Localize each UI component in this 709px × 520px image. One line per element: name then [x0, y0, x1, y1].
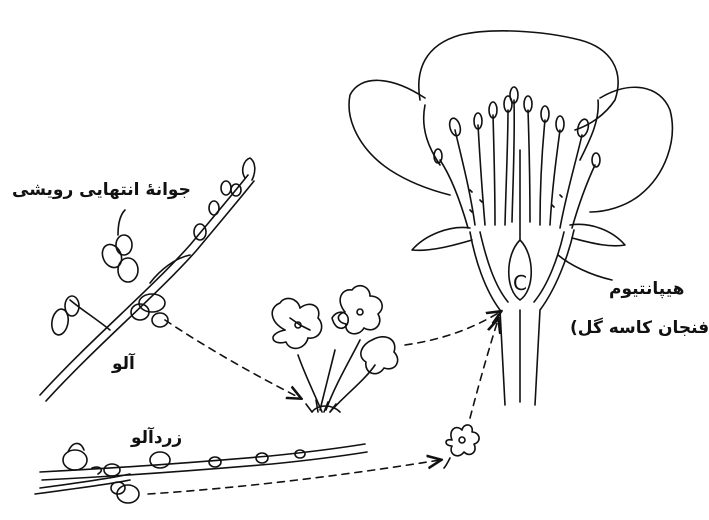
- label-hypanthium-note: (فنجان کاسه گل): [570, 318, 709, 339]
- flower-cross-section: [349, 31, 672, 405]
- label-terminal-bud: جوانهٔ انتهایی رویشی: [12, 180, 191, 201]
- arrow-cluster-to-section: [405, 312, 500, 345]
- label-plum: آلو: [112, 354, 135, 375]
- ovary-letter: C: [513, 271, 527, 295]
- label-apricot: زردآلو: [131, 428, 182, 449]
- label-leaders: [118, 210, 612, 280]
- label-hypanthium: هیپانتیوم: [609, 279, 684, 300]
- arrow-small-flower-to-section: [470, 320, 498, 418]
- small-flower: [444, 425, 479, 468]
- apricot-branch: [35, 443, 367, 503]
- arrows: [148, 312, 500, 494]
- arrow-apricot-to-small-flower: [148, 460, 440, 494]
- terminal-bud-shape: [243, 158, 255, 180]
